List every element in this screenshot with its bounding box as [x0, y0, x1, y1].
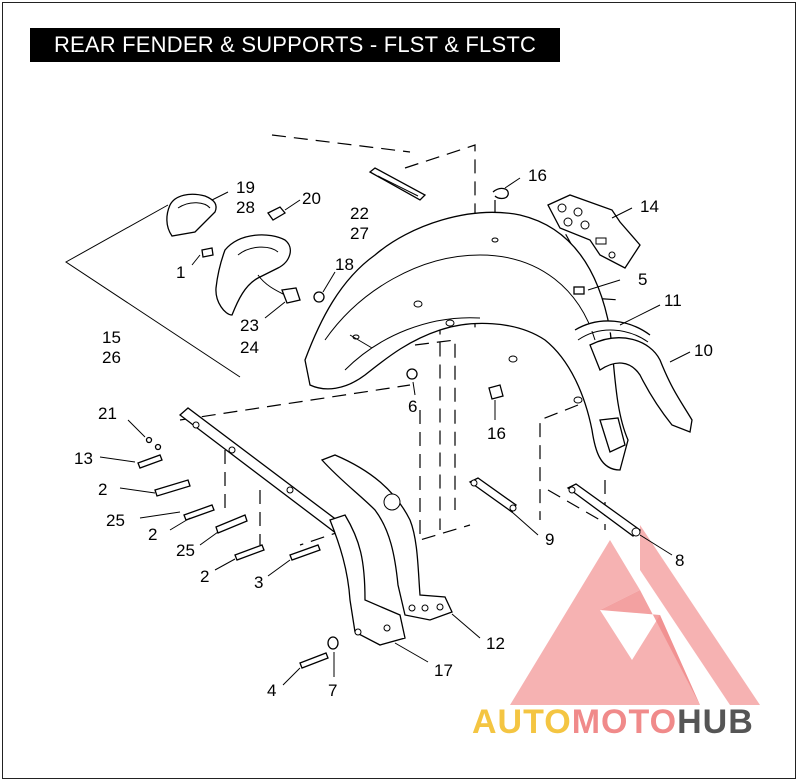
part-15-lamp-housing	[215, 234, 291, 316]
watermark-text: AUTOMOTOHUB	[472, 703, 754, 741]
callout-9: 9	[545, 530, 554, 549]
callout-27: 27	[350, 224, 369, 243]
part-12-support	[320, 454, 453, 621]
part-16-clip	[492, 187, 509, 200]
watermark-hub: HUB	[677, 703, 754, 741]
callout-4: 4	[267, 681, 276, 700]
callout-25-lower: 25	[176, 541, 195, 560]
logo-mark-icon	[510, 540, 700, 705]
part-23-connector	[281, 287, 301, 304]
part-10-fender-extension	[589, 337, 693, 433]
part-14-plate	[547, 194, 641, 269]
callout-2-middle: 2	[148, 525, 157, 544]
watermark-auto: AUTO	[472, 703, 572, 741]
group-bracket-15	[65, 204, 241, 378]
callout-2-upper: 2	[98, 480, 107, 499]
callout-18: 18	[335, 255, 354, 274]
callout-8: 8	[675, 551, 684, 570]
part-22-strip	[368, 167, 427, 201]
callouts: 19 28 20 22 27 16 14 1 18 5 11 10 15 26 …	[74, 166, 713, 700]
part-13-rail	[178, 407, 351, 541]
rear-fender	[304, 211, 629, 471]
diagram-title: REAR FENDER & SUPPORTS - FLST & FLSTC	[30, 28, 560, 62]
callout-28: 28	[236, 198, 255, 217]
part-19-tail-lamp	[166, 193, 217, 237]
leader-lines	[99, 177, 691, 686]
watermark-moto: MOTO	[572, 703, 677, 741]
fasteners	[137, 436, 339, 669]
part-1-screw	[201, 247, 214, 258]
callout-7: 7	[328, 681, 337, 700]
callout-1: 1	[176, 263, 185, 282]
callout-3: 3	[254, 573, 263, 592]
part-9-spacer	[468, 477, 517, 513]
callout-22: 22	[350, 204, 369, 223]
callout-16-nut: 16	[487, 424, 506, 443]
part-8-spacer	[566, 483, 642, 537]
callout-21: 21	[98, 404, 117, 423]
callout-5: 5	[638, 270, 647, 289]
part-5-washer	[573, 286, 585, 295]
logo-wing-icon	[640, 525, 760, 705]
callout-10: 10	[694, 341, 713, 360]
callout-13: 13	[74, 449, 93, 468]
part-17-support	[329, 514, 406, 646]
part-16-nut	[488, 384, 504, 400]
callout-23: 23	[240, 316, 259, 335]
callout-15: 15	[102, 328, 121, 347]
callout-19: 19	[236, 178, 255, 197]
callout-24: 24	[240, 338, 259, 357]
callout-17: 17	[434, 661, 453, 680]
logo-shade-icon	[600, 590, 700, 705]
callout-16-clip: 16	[528, 166, 547, 185]
part-20-bulb	[267, 206, 286, 221]
part-18-grommet	[313, 291, 325, 303]
callout-11: 11	[664, 291, 682, 310]
callout-6: 6	[408, 397, 417, 416]
part-6-nut	[406, 368, 418, 380]
part-11-strip	[574, 320, 651, 336]
watermark-logo: AUTOMOTOHUB	[472, 525, 760, 741]
callout-2-lower: 2	[200, 567, 209, 586]
callout-20: 20	[302, 189, 321, 208]
callout-26: 26	[102, 348, 121, 367]
callout-14: 14	[640, 197, 659, 216]
callout-12: 12	[486, 634, 505, 653]
callout-25-upper: 25	[106, 511, 125, 530]
